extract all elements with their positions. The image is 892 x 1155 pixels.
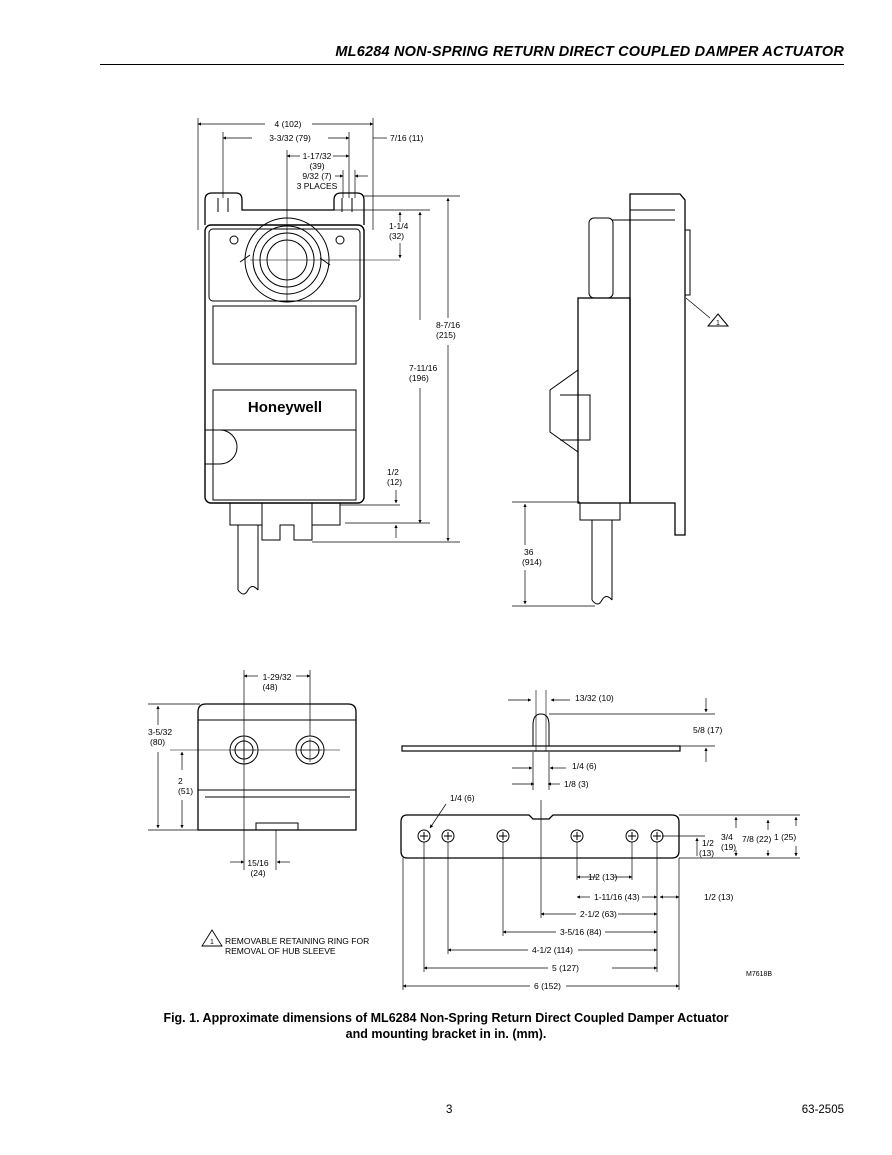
dimension-label: REMOVAL OF HUB SLEEVE bbox=[225, 946, 336, 956]
brand-logo: Honeywell bbox=[248, 399, 322, 416]
bottom-view-dimensions bbox=[148, 670, 311, 870]
dimension-label: 1/2 bbox=[702, 838, 714, 848]
dimension-label: 1-17/32 bbox=[303, 151, 332, 161]
dimension-label: (13) bbox=[699, 848, 714, 858]
dimension-label: 9/32 (7) bbox=[302, 171, 331, 181]
caption-line-2: and mounting bracket in in. (mm). bbox=[345, 1027, 547, 1041]
dimension-label: 1/2 (13) bbox=[704, 892, 733, 902]
header-rule bbox=[100, 64, 844, 65]
side-view bbox=[512, 193, 730, 607]
dimension-label: 3/4 bbox=[721, 832, 733, 842]
dimension-label: 1-1/4 bbox=[389, 221, 409, 231]
dimension-label: 7-11/16 bbox=[409, 363, 437, 373]
dimension-label: 4 (102) bbox=[275, 119, 302, 129]
dimension-label: (12) bbox=[387, 477, 402, 487]
drawing-code: M7618B bbox=[746, 971, 772, 978]
dimension-label: 3 PLACES bbox=[297, 181, 338, 191]
dimension-label: 5 (127) bbox=[552, 963, 579, 973]
dimension-label: (80) bbox=[150, 737, 165, 747]
dimension-label: 2-1/2 (63) bbox=[580, 909, 617, 919]
note-block: 1 REMOVABLE RETAINING RING FOR REMOVAL O… bbox=[201, 929, 369, 956]
dimension-label: 1/4 (6) bbox=[450, 793, 475, 803]
bracket-labels: 13/32 (10) 5/8 (17) 1/4 (6) 1/8 (3) 1/4 … bbox=[450, 693, 796, 991]
front-view-labels: 4 (102) 3-3/32 (79) 7/16 (11) 1-17/32 (3… bbox=[269, 119, 460, 487]
dimension-label: 1-11/16 (43) bbox=[594, 892, 640, 902]
dimension-label: (39) bbox=[309, 161, 324, 171]
dimension-label: 36 bbox=[524, 547, 534, 557]
bracket-dimensions bbox=[402, 698, 800, 990]
dimension-label: 6 (152) bbox=[534, 981, 561, 991]
dimension-label: (215) bbox=[436, 330, 456, 340]
dimension-label: 1-29/32 bbox=[263, 672, 292, 682]
dimension-label: 1/2 bbox=[387, 467, 399, 477]
dimension-label: (19) bbox=[721, 842, 736, 852]
dimension-label: (51) bbox=[178, 786, 193, 796]
bracket-top-view bbox=[400, 814, 680, 859]
dimension-label: 3-5/16 (84) bbox=[560, 927, 602, 937]
dimension-label: 2 bbox=[178, 776, 183, 786]
dimension-label: 13/32 (10) bbox=[575, 693, 614, 703]
page-number: 3 bbox=[446, 1104, 453, 1116]
dimension-label: (196) bbox=[409, 373, 429, 383]
bracket-side-view bbox=[401, 690, 681, 752]
dimension-label: 7/8 (22) bbox=[742, 834, 771, 844]
dimension-label: 1 bbox=[716, 320, 720, 327]
side-view-labels: 1 36 (914) bbox=[522, 320, 720, 567]
bottom-view bbox=[170, 703, 357, 831]
dimension-label: 1 bbox=[210, 939, 214, 946]
document-number: 63-2505 bbox=[801, 1104, 844, 1116]
dimension-label: 1/4 (6) bbox=[572, 761, 597, 771]
bottom-view-labels: 1-29/32 (48) 3-5/32 (80) 2 (51) 15/16 (2… bbox=[148, 672, 292, 878]
caption-line-1: Fig. 1. Approximate dimensions of ML6284… bbox=[163, 1011, 729, 1025]
dimension-label: 5/8 (17) bbox=[693, 725, 722, 735]
dimension-label: (48) bbox=[262, 682, 277, 692]
dimension-label: REMOVABLE RETAINING RING FOR bbox=[225, 936, 369, 946]
dimension-label: (24) bbox=[250, 868, 265, 878]
dimension-label: 3-3/32 (79) bbox=[269, 133, 311, 143]
front-view-dimensions bbox=[197, 118, 460, 543]
dimension-label: 3-5/32 bbox=[148, 727, 172, 737]
dimension-label: (32) bbox=[389, 231, 404, 241]
dimension-label: 7/16 (11) bbox=[390, 133, 424, 143]
page-header-title: ML6284 NON-SPRING RETURN DIRECT COUPLED … bbox=[335, 44, 844, 60]
dimension-label: 1/2 (13) bbox=[588, 872, 617, 882]
dimension-label: 15/16 bbox=[247, 858, 269, 868]
figure-caption: Fig. 1. Approximate dimensions of ML6284… bbox=[0, 1010, 892, 1042]
front-view bbox=[204, 192, 400, 595]
dimension-label: 1/8 (3) bbox=[564, 779, 589, 789]
dimension-label: 1 (25) bbox=[774, 832, 796, 842]
dimension-label: (914) bbox=[522, 557, 542, 567]
dimension-label: 8-7/16 bbox=[436, 320, 460, 330]
dimension-label: 4-1/2 (114) bbox=[532, 945, 573, 955]
